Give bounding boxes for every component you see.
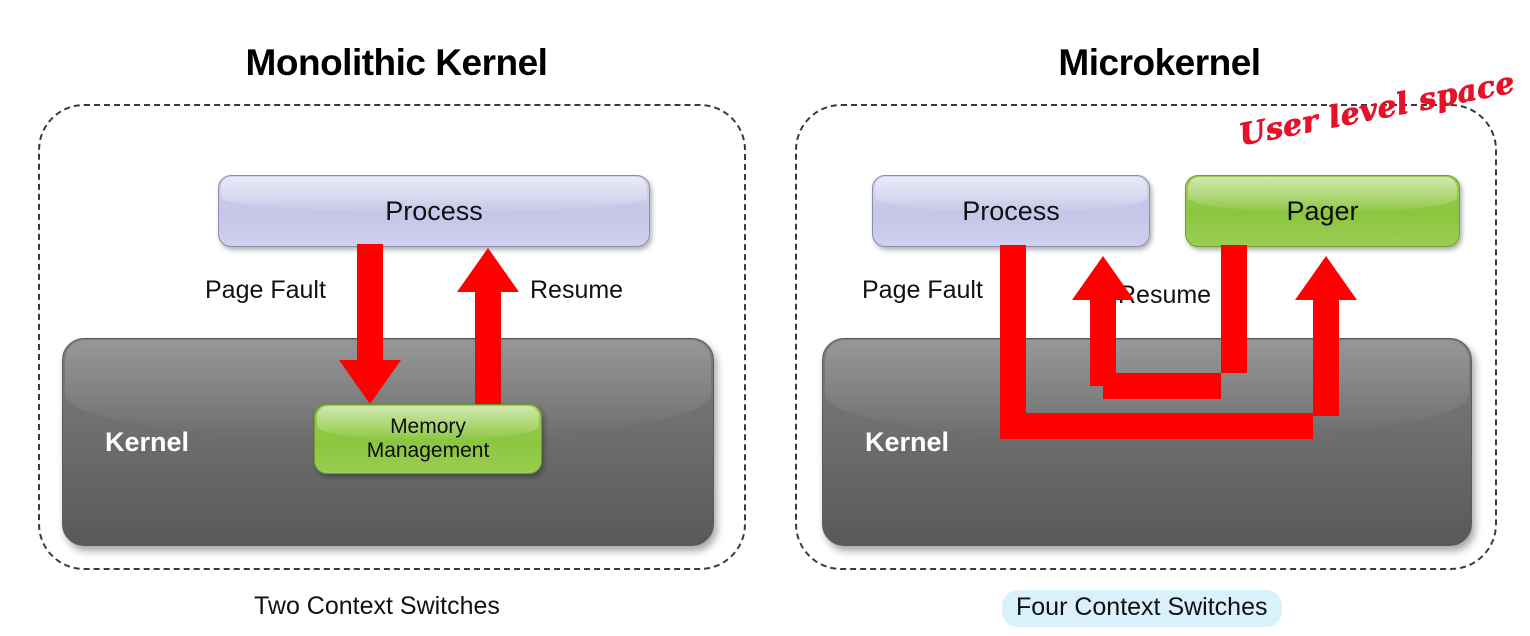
box-kernel-microkernel[interactable]: Kernel	[822, 338, 1472, 546]
dashed-boundary-monolithic	[38, 104, 746, 570]
box-memory-management-label: Memory Management	[367, 415, 490, 462]
caption-four-context-switches: Four Context Switches	[1002, 590, 1282, 627]
box-process-monolithic[interactable]: Process	[218, 175, 650, 247]
box-pager-label: Pager	[1286, 195, 1359, 226]
label-page-fault-monolithic: Page Fault	[205, 276, 326, 304]
label-page-fault-microkernel: Page Fault	[862, 276, 983, 304]
box-process-monolithic-label: Process	[385, 195, 483, 226]
panel-microkernel: Microkernel	[765, 0, 1530, 636]
dashed-boundary-microkernel	[795, 104, 1497, 570]
caption-two-context-switches: Two Context Switches	[254, 592, 500, 620]
memory-management-line-1: Memory	[390, 415, 466, 439]
box-process-microkernel-label: Process	[962, 195, 1060, 226]
label-resume-microkernel: Resume	[1118, 281, 1212, 309]
box-memory-management[interactable]: Memory Management	[314, 404, 542, 474]
panel-title-microkernel: Microkernel	[1058, 42, 1261, 83]
box-kernel-microkernel-label: Kernel	[865, 426, 950, 457]
panel-title-monolithic: Monolithic Kernel	[245, 42, 548, 83]
box-pager[interactable]: Pager	[1185, 175, 1460, 247]
panel-monolithic-kernel: Monolithic Kernel	[245, 42, 548, 83]
box-process-microkernel[interactable]: Process	[872, 175, 1150, 247]
box-kernel-monolithic-label: Kernel	[105, 426, 190, 457]
memory-management-line-2: Management	[366, 439, 490, 462]
label-resume-monolithic: Resume	[530, 276, 624, 304]
